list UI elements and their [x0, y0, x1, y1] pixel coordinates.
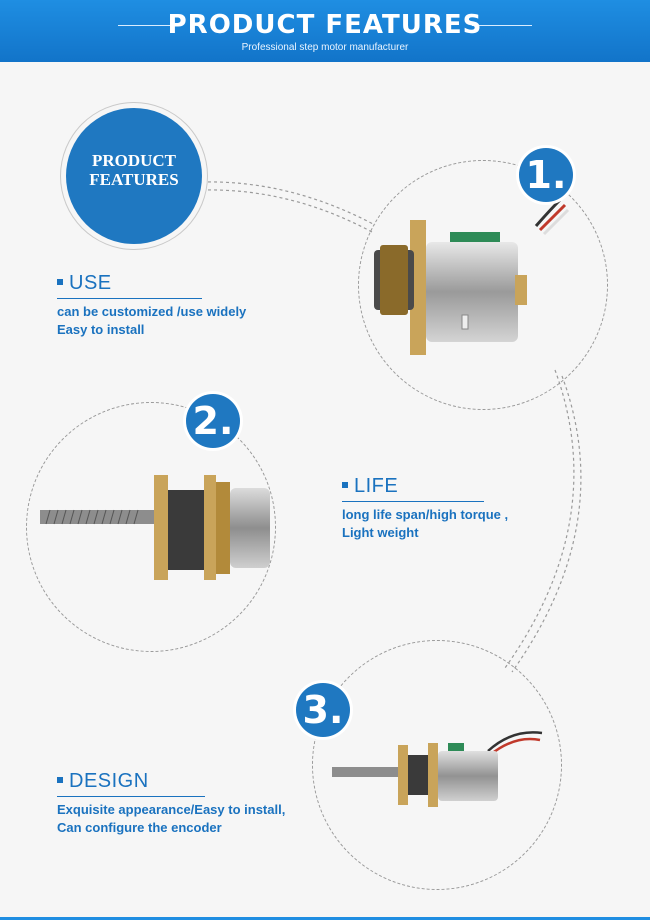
- feature-design: DESIGN Exquisite appearance/Easy to inst…: [57, 770, 285, 837]
- bullet-square-icon: [57, 279, 63, 286]
- feature-use-line-1: can be customized /use widely: [57, 304, 247, 319]
- bullet-square-icon: [57, 777, 63, 784]
- feature-life-underline: [342, 501, 484, 502]
- motor-image-1: [374, 198, 570, 355]
- number-badge-2: 2.: [186, 394, 240, 448]
- header-right-rule: [472, 25, 532, 26]
- footer-line: [0, 917, 650, 920]
- product-features-badge: PRODUCT FEATURES: [66, 108, 202, 244]
- bullet-square-icon: [342, 482, 348, 489]
- feature-use: USE can be customized /use widely Easy t…: [57, 272, 246, 339]
- number-badge-3: 3.: [296, 683, 350, 737]
- product-circle-1: [358, 160, 608, 410]
- motor-image-2: [40, 475, 270, 580]
- feature-life-line-1: long life span/high torque ,: [342, 507, 509, 522]
- badge-line-1: PRODUCT: [91, 151, 177, 170]
- product-circle-2: [26, 402, 276, 652]
- feature-design-underline: [57, 796, 205, 797]
- feature-life-line-2: Light weight: [342, 525, 419, 540]
- feature-design-line-2: Can configure the encoder: [57, 820, 222, 835]
- feature-use-underline: [57, 298, 202, 299]
- feature-design-line-1: Exquisite appearance/Easy to install,: [57, 802, 286, 817]
- product-circle-3: [312, 640, 562, 890]
- header-left-rule: [118, 25, 178, 26]
- header-banner: PRODUCT FEATURES Professional step motor…: [0, 0, 650, 62]
- motor-image-3: [332, 731, 543, 807]
- feature-life-title: LIFE: [354, 475, 399, 497]
- feature-design-title: DESIGN: [69, 770, 149, 792]
- feature-use-line-2: Easy to install: [57, 322, 145, 337]
- feature-use-title: USE: [69, 272, 112, 294]
- header-title: PRODUCT FEATURES: [167, 10, 483, 40]
- feature-life: LIFE long life span/high torque , Light …: [342, 475, 508, 542]
- number-badge-1: 1.: [519, 148, 573, 202]
- badge-line-2: FEATURES: [89, 170, 179, 189]
- header-subtitle: Professional step motor manufacturer: [241, 42, 409, 53]
